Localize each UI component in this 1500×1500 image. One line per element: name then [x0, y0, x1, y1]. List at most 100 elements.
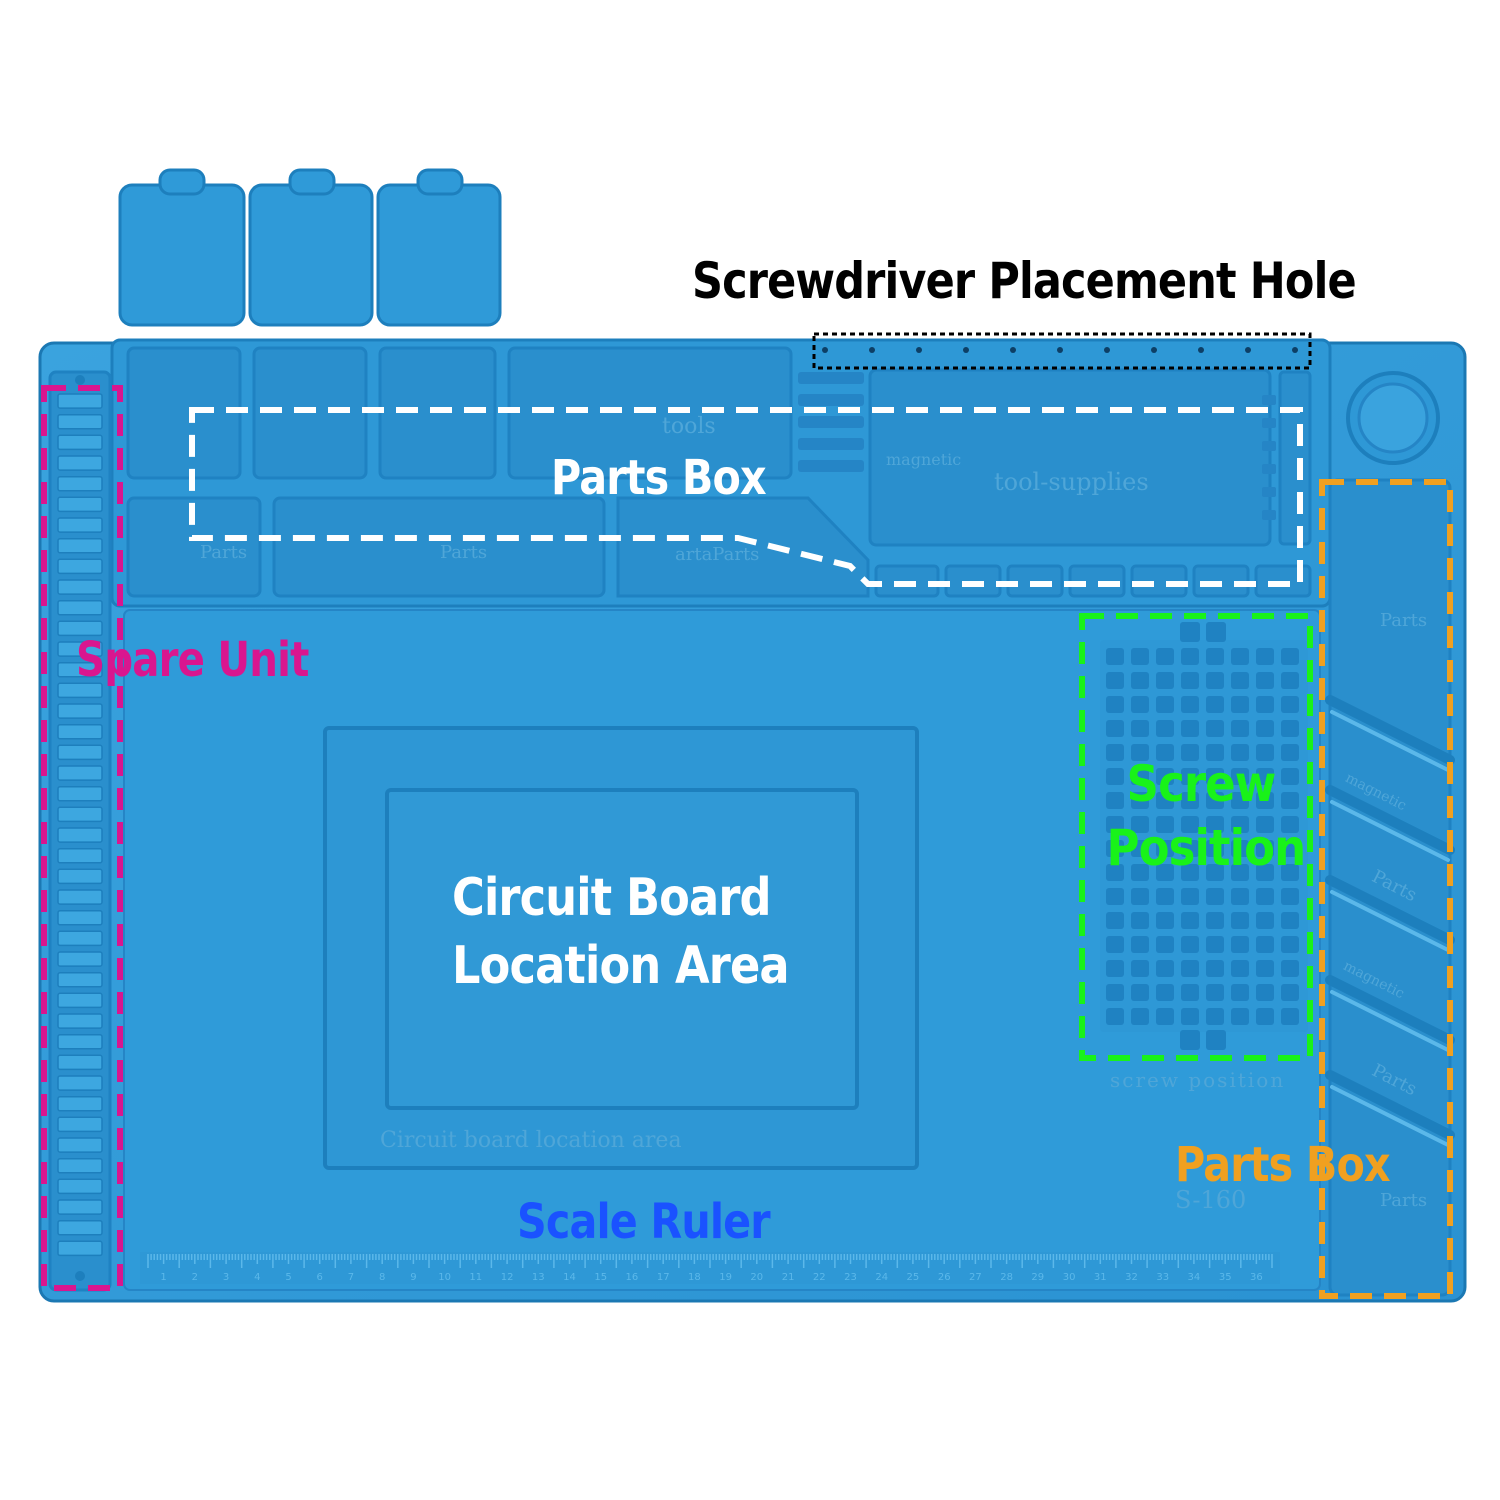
screw-cell — [1256, 888, 1274, 905]
screw-cell — [1281, 912, 1299, 929]
screw-cell — [1181, 984, 1199, 1001]
parts-box-top-outline — [189, 407, 1303, 587]
screw-cell — [1231, 744, 1249, 761]
ruler-label: 17 — [657, 1272, 670, 1283]
screw-cell — [1256, 960, 1274, 977]
screw-cell — [1181, 840, 1199, 857]
screw-cell — [1181, 912, 1199, 929]
emboss-magnetic-top: magnetic — [886, 450, 962, 469]
screw-cell — [1206, 840, 1224, 857]
screw-cell — [1106, 888, 1124, 905]
screw-cell — [1181, 960, 1199, 977]
spare-unit-strip — [48, 370, 112, 1292]
screw-cell — [1256, 840, 1274, 857]
spare-slot — [57, 455, 103, 471]
screw-cell — [1106, 912, 1124, 929]
screw-position-line1: Screw — [1126, 755, 1277, 813]
screw-cell — [1181, 744, 1199, 761]
circuit-board-line2: Location Area — [452, 936, 790, 996]
screw-cell — [1206, 720, 1224, 737]
screw-cell — [1231, 816, 1249, 833]
parts-box-top-label: Parts Box — [551, 450, 767, 506]
screw-cell — [1281, 864, 1299, 881]
screw-position-label: Screw Position — [1107, 752, 1307, 880]
screw-grid — [1100, 622, 1308, 1050]
ruler-label: 22 — [813, 1272, 826, 1283]
screw-cell — [1256, 672, 1274, 689]
comb-slots — [798, 372, 1276, 520]
screw-cell — [1106, 792, 1124, 809]
screw-cell — [1206, 792, 1224, 809]
screwdriver-holes — [822, 347, 1298, 353]
screw-cell — [1281, 792, 1299, 809]
ruler-label: 7 — [348, 1272, 354, 1283]
screw-cell — [1131, 840, 1149, 857]
screw-cell — [1106, 744, 1124, 761]
circuit-board-line1: Circuit Board — [452, 868, 772, 928]
screw-cell — [1281, 720, 1299, 737]
screw-cell — [1181, 696, 1199, 713]
screw-cell — [1231, 696, 1249, 713]
screw-cell — [1256, 1008, 1274, 1025]
screw-cell — [1256, 768, 1274, 785]
screw-cell — [1181, 648, 1199, 665]
ruler-label: 1 — [160, 1272, 166, 1283]
top-pockets — [126, 346, 1312, 547]
screw-cell — [1231, 840, 1249, 857]
spare-slot — [57, 765, 103, 781]
screw-cell — [1231, 720, 1249, 737]
screw-cell — [1231, 888, 1249, 905]
spare-slot — [57, 806, 103, 823]
screw-cell — [1131, 768, 1149, 785]
screw-cell — [1206, 816, 1224, 833]
screw-cell — [1131, 648, 1149, 665]
spare-slot — [57, 682, 103, 699]
spare-unit-box — [41, 385, 123, 1291]
emboss-tools: tools — [662, 414, 716, 439]
screw-cell — [1281, 648, 1299, 665]
spare-slot — [57, 434, 103, 451]
spare-slot — [57, 1013, 103, 1029]
screw-cell — [1181, 888, 1199, 905]
screw-cell — [1181, 816, 1199, 833]
spare-slot — [57, 909, 103, 926]
spare-slot — [57, 1075, 103, 1091]
spare-slot — [57, 1178, 103, 1195]
screw-cell — [1131, 672, 1149, 689]
screw-cell — [1106, 1008, 1124, 1025]
screw-cell — [1131, 816, 1149, 833]
screw-cell — [1206, 888, 1224, 905]
spare-slot — [57, 1240, 103, 1257]
screw-cell — [1206, 768, 1224, 785]
screw-cell — [1281, 888, 1299, 905]
ruler-label: 26 — [938, 1272, 951, 1283]
ruler-label: 6 — [317, 1272, 323, 1283]
screw-cell — [1181, 672, 1199, 689]
ruler-label: 13 — [532, 1272, 545, 1283]
screw-cell — [1156, 768, 1174, 785]
screw-cell — [1256, 744, 1274, 761]
screw-cell — [1181, 864, 1199, 881]
screw-cell — [1131, 912, 1149, 929]
screw-cell — [1281, 936, 1299, 953]
screw-cell — [1281, 696, 1299, 713]
ruler-label: 10 — [438, 1272, 451, 1283]
spare-slot — [57, 703, 103, 719]
screw-cell — [1206, 960, 1224, 977]
ruler-label: 15 — [594, 1272, 607, 1283]
ruler-label: 14 — [563, 1272, 576, 1283]
ruler-label: 34 — [1188, 1272, 1201, 1283]
screw-cell — [1231, 936, 1249, 953]
screwdriver-hole-label: Screwdriver Placement Hole — [692, 252, 1357, 310]
screw-cell — [1231, 768, 1249, 785]
spare-slot — [57, 992, 103, 1009]
screw-cell — [1206, 744, 1224, 761]
screw-cell — [1156, 888, 1174, 905]
spare-slot — [57, 785, 103, 802]
screw-cell — [1231, 672, 1249, 689]
screw-cell — [1131, 720, 1149, 737]
ruler-label: 23 — [844, 1272, 857, 1283]
screw-cell — [1156, 744, 1174, 761]
screw-cell — [1106, 672, 1124, 689]
